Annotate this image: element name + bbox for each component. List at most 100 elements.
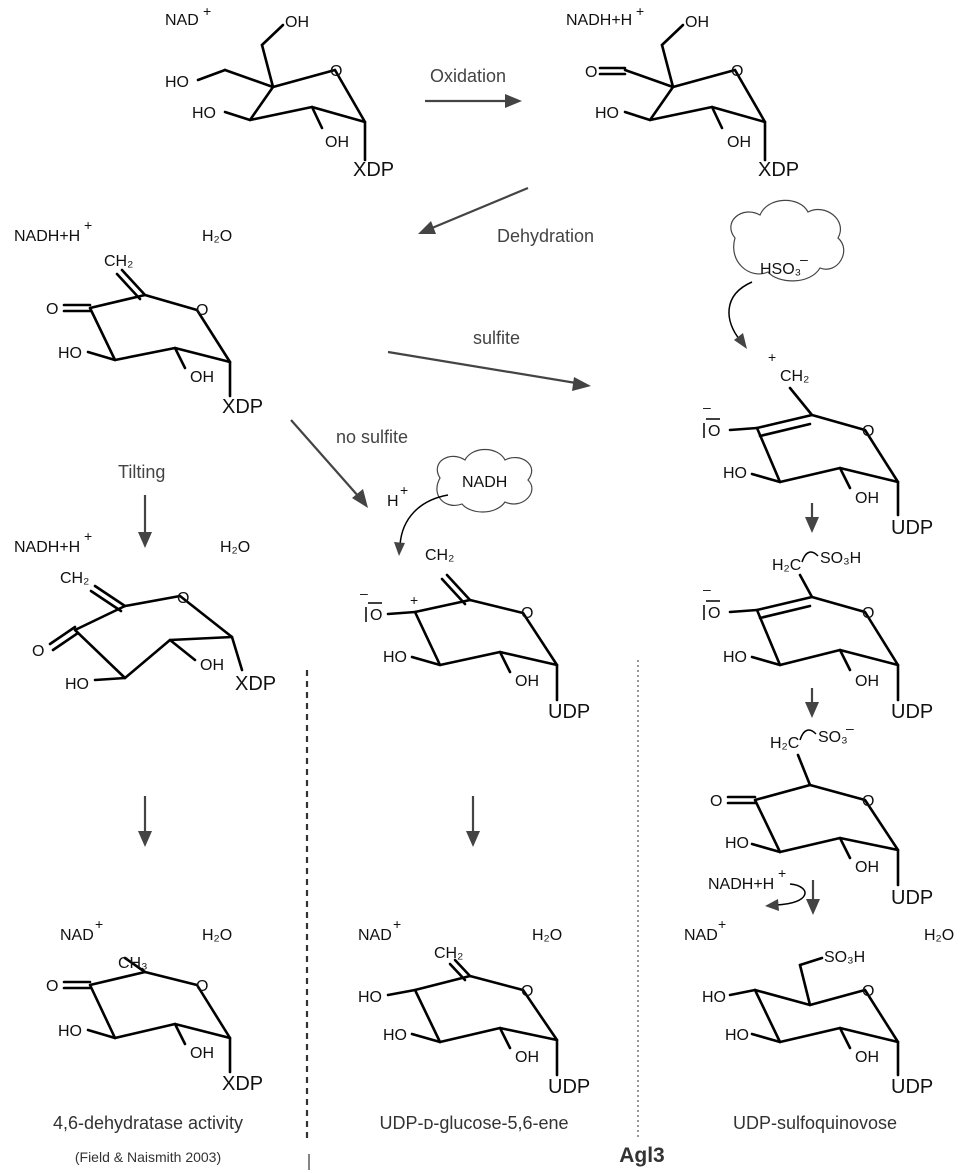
plus-sign: +	[84, 528, 92, 544]
ring-oxygen: O	[862, 983, 874, 1000]
no-sulfite-arrow: no sulfite	[290, 419, 408, 508]
enone-intermediate: NADH+H + H₂O CH₂ O O HO OH XDP	[14, 217, 263, 418]
ho-label: HO	[192, 105, 216, 122]
oh-label: OH	[190, 1045, 214, 1062]
ring-oxygen: O	[862, 793, 874, 810]
ch2-label: CH₂	[425, 547, 454, 564]
udp-label: UDP	[891, 517, 933, 539]
minus-sign: –	[846, 720, 854, 736]
water-label: H₂O	[532, 927, 562, 944]
right-down-arrow-1	[805, 503, 819, 533]
starting-sugar: NAD + O OH HO HO OH XDP	[165, 3, 394, 181]
ch2-label: CH₂	[60, 570, 89, 587]
nadh-label: NADH+H	[14, 539, 80, 556]
ho-label: HO	[165, 74, 189, 91]
ho-label: HO	[65, 676, 89, 693]
ho-label: HO	[723, 465, 747, 482]
so3h-label: SO₃H	[820, 550, 861, 567]
oh-label: OH	[855, 1049, 879, 1066]
h2c-label: H₂C	[772, 557, 801, 574]
oh-label: OH	[285, 14, 309, 31]
keto-oxygen: O	[46, 301, 58, 318]
hso3-label: HSO₃	[760, 261, 801, 278]
water-label: H₂O	[220, 539, 250, 556]
h2c-label: H₂C	[770, 735, 799, 752]
ring-oxygen: O	[196, 302, 208, 319]
xdp-label: XDP	[235, 673, 276, 695]
keto-oxygen: O	[46, 978, 58, 995]
plus-sign: +	[636, 3, 644, 19]
right-down-arrow-2	[805, 688, 819, 718]
middle-intermediate: CH₂ O O – + HO OH UDP	[360, 547, 590, 723]
nadh-label: NADH+H	[566, 12, 632, 29]
no-sulfite-label: no sulfite	[336, 427, 408, 447]
nad-label: NAD	[165, 12, 199, 29]
tilting-arrow: Tilting	[118, 462, 165, 548]
ring-oxygen: O	[196, 978, 208, 995]
glucose-ene-product: NAD + H₂O CH₂ O HO HO OH UDP	[358, 916, 590, 1098]
sulfite-label: sulfite	[473, 328, 520, 348]
plus-sign: +	[410, 592, 418, 608]
sulfite-arrow: sulfite	[387, 328, 591, 391]
tilting-label: Tilting	[118, 462, 165, 482]
oh-label: OH	[325, 134, 349, 151]
ring-oxygen: O	[731, 63, 743, 80]
xdp-label: XDP	[758, 159, 799, 181]
ch2-label: CH₂	[780, 368, 809, 385]
minus-sign: –	[703, 399, 711, 415]
ho-label: HO	[58, 345, 82, 362]
dehydration-label: Dehydration	[497, 226, 594, 246]
plus-sign: +	[778, 865, 786, 881]
ch2-label: CH₂	[434, 945, 463, 962]
udp-label: UDP	[548, 1076, 590, 1098]
ring-oxygen: O	[862, 423, 874, 440]
plus-sign: +	[95, 916, 103, 932]
so3h-label: SO₃H	[824, 949, 865, 966]
minus-sign: –	[703, 581, 711, 597]
oxide-oxygen: O	[370, 607, 382, 624]
oxide-oxygen: O	[708, 423, 720, 440]
ch2-label: CH₂	[104, 253, 133, 270]
oh-label: OH	[855, 490, 879, 507]
water-label: H₂O	[924, 927, 954, 944]
dehydratase-product: NAD + H₂O CH₃ O O HO OH XDP	[46, 916, 263, 1095]
udp-label: UDP	[548, 701, 590, 723]
minus-sign: –	[360, 585, 368, 601]
ho-label: HO	[725, 835, 749, 852]
udp-label: UDP	[891, 1076, 933, 1098]
right-intermediate-3: H₂C SO₃ – O O HO OH UDP	[710, 720, 933, 909]
minus-sign: –	[800, 251, 808, 267]
nad-label: NAD	[60, 927, 94, 944]
keto-oxygen: O	[32, 643, 44, 660]
ring-oxygen: O	[521, 605, 533, 622]
oh-label: OH	[190, 369, 214, 386]
ring-bonds	[223, 68, 367, 124]
nadh-label: NADH+H	[14, 228, 80, 245]
ho-label: HO	[383, 1027, 407, 1044]
ring-oxygen: O	[330, 63, 342, 80]
keto-intermediate: NADH+H + O OH O HO OH XDP	[566, 3, 799, 181]
h-plus-label: H	[387, 493, 399, 510]
oh-label: OH	[727, 134, 751, 151]
oh-label: OH	[200, 657, 224, 674]
oxidation-arrow: Oxidation	[425, 66, 522, 108]
ho-label: HO	[595, 105, 619, 122]
oh-label: OH	[855, 673, 879, 690]
left-down-arrow	[138, 796, 152, 847]
dehydration-arrow: Dehydration	[418, 186, 594, 246]
oh-label: OH	[685, 14, 709, 31]
plus-sign: +	[768, 349, 776, 365]
right-intermediate-1: + CH₂ O O – HO OH UDP	[703, 349, 933, 539]
middle-caption: UDP-ᴅ-glucose-5,6-ene	[380, 1113, 569, 1133]
oh-label: OH	[855, 859, 879, 876]
oh-label: OH	[515, 673, 539, 690]
nadh-cloud: NADH H +	[387, 448, 533, 556]
water-label: H₂O	[202, 927, 232, 944]
plus-sign: +	[400, 482, 408, 498]
ho-label: HO	[723, 649, 747, 666]
right-caption: UDP-sulfoquinovose	[733, 1113, 897, 1133]
nad-label: NAD	[358, 927, 392, 944]
ring-oxygen: O	[862, 605, 874, 622]
oxide-oxygen: O	[708, 605, 720, 622]
